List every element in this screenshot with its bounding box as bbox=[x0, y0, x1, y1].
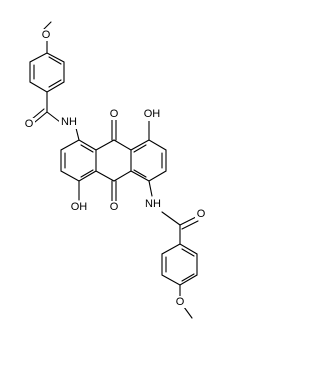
atom-labels: O O NH O OH OH O NH O O bbox=[23, 29, 207, 308]
quinone-oxygen-top-label: O bbox=[110, 108, 119, 120]
hydroxyl-right-label: OH bbox=[144, 108, 161, 120]
bond bbox=[75, 127, 80, 141]
hydroxyl-left-label: OH bbox=[71, 201, 88, 213]
bond bbox=[181, 248, 195, 257]
bond bbox=[95, 170, 115, 182]
amide-carbonyl-oxygen-top-label: O bbox=[25, 118, 34, 130]
bond bbox=[179, 216, 197, 226]
bond bbox=[46, 111, 61, 123]
amide-nh-top-label: NH bbox=[61, 116, 77, 128]
molecule-structure-diagram: O O NH O OH OH O NH O O bbox=[23, 21, 207, 319]
left-ring bbox=[60, 139, 97, 182]
amide-nh-bottom-label: NH bbox=[145, 198, 161, 210]
bond bbox=[133, 144, 147, 153]
bond bbox=[113, 139, 132, 151]
anthraquinone-core bbox=[60, 119, 167, 202]
quinone-oxygen-bottom-label: O bbox=[110, 201, 119, 213]
bond bbox=[34, 111, 48, 123]
bottom-benzene-ring bbox=[161, 243, 198, 286]
bond bbox=[31, 108, 45, 120]
bond bbox=[80, 144, 94, 153]
bond bbox=[48, 56, 62, 65]
bond bbox=[181, 273, 195, 282]
bond bbox=[95, 139, 115, 151]
top-benzene-ring bbox=[29, 52, 65, 93]
methoxy-oxygen-bottom-label: O bbox=[176, 296, 185, 308]
bond bbox=[48, 79, 62, 88]
top-methoxybenzoyl-group bbox=[29, 21, 65, 123]
bond bbox=[161, 211, 181, 226]
right-ring bbox=[130, 139, 167, 182]
bond bbox=[80, 169, 94, 178]
bond bbox=[113, 170, 132, 182]
bond bbox=[183, 306, 193, 319]
bond bbox=[133, 169, 147, 178]
bond bbox=[181, 220, 199, 230]
methoxy-oxygen-top-label: O bbox=[42, 29, 51, 41]
bond bbox=[148, 180, 153, 197]
amide-carbonyl-oxygen-bottom-label: O bbox=[197, 208, 206, 220]
